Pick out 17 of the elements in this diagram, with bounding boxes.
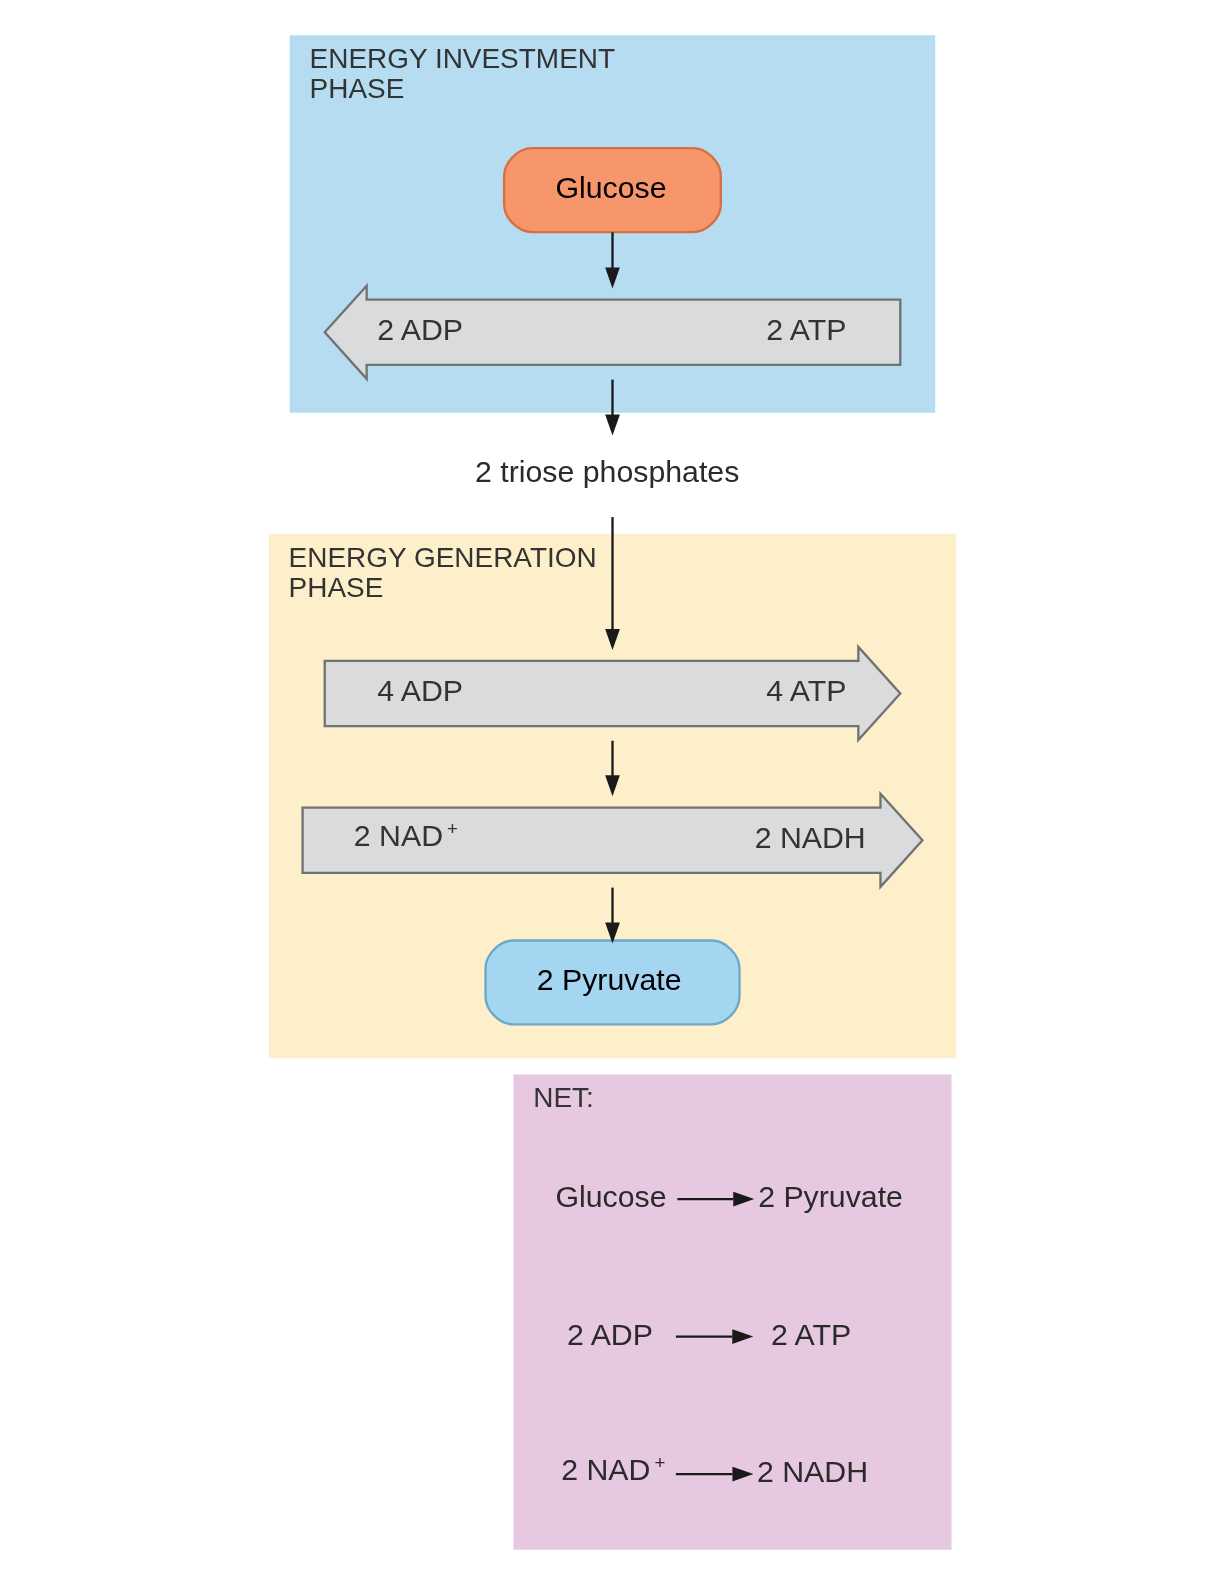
- arrow: [605, 740, 620, 797]
- node-text: 2 Pyruvate: [758, 1180, 903, 1214]
- arrow: [605, 232, 620, 289]
- arrow: [675, 1329, 754, 1344]
- node-box: 2 Pyruvate: [484, 939, 741, 1026]
- node-text: 2 ADP: [567, 1317, 653, 1351]
- arrow: [675, 1466, 754, 1482]
- node-text: 2 ATP: [770, 1317, 852, 1351]
- arrow: [605, 517, 620, 651]
- node-text: 2 NADH: [756, 1455, 869, 1488]
- arrow: [605, 887, 620, 944]
- node-text: 2 triose phosphates: [475, 455, 740, 489]
- arrow: [677, 1191, 755, 1207]
- node-text: Glucose: [555, 1180, 667, 1214]
- arrow: [605, 379, 620, 436]
- node-text: 2 NAD$^{+}$: [561, 1452, 666, 1486]
- node-box: Glucose: [503, 147, 722, 234]
